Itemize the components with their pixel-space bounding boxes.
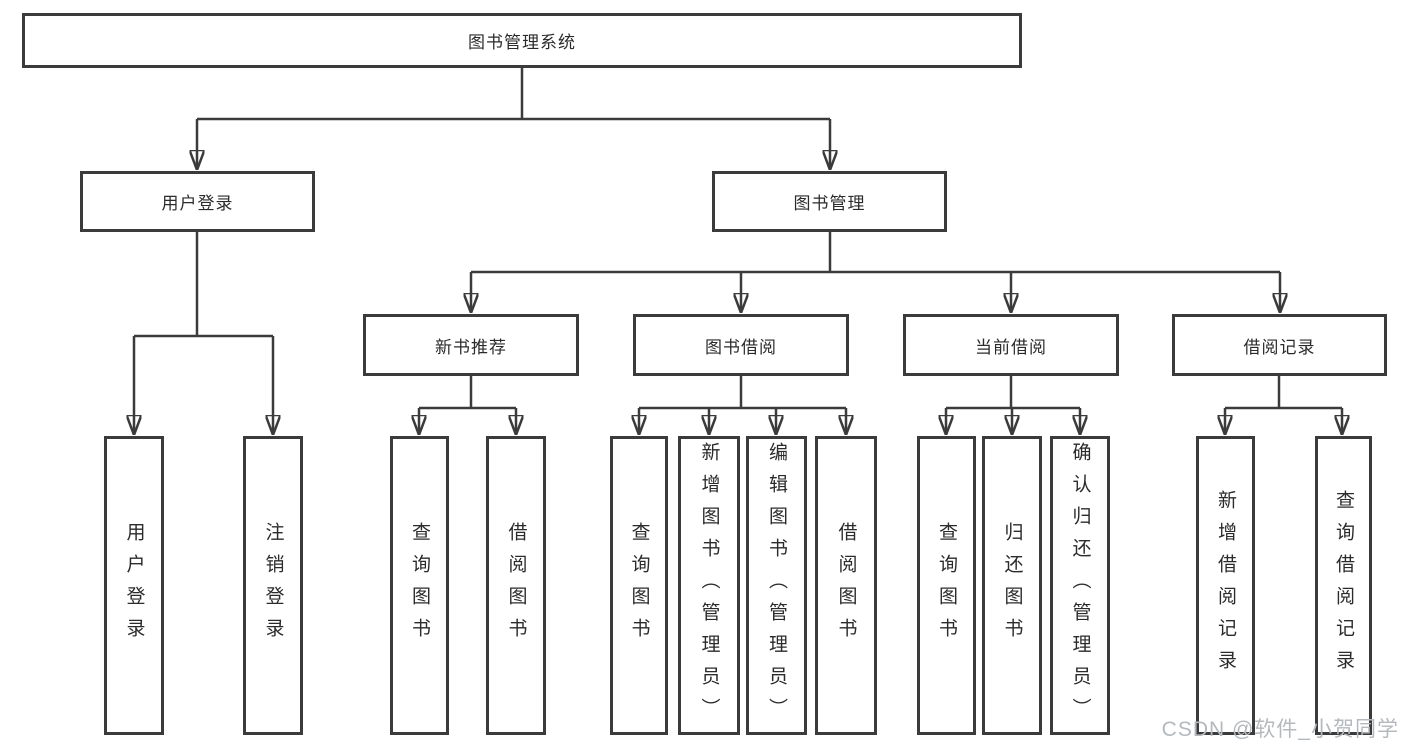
node-borrowing-records: 借阅记录: [1172, 314, 1387, 376]
node-label: 用户登录: [123, 521, 145, 650]
node-label: 注销登录: [262, 521, 284, 650]
node-label: 查询借阅记录: [1333, 489, 1354, 682]
node-label: 图书管理系统: [468, 33, 576, 52]
node-query-books-recommend: 查询图书: [390, 436, 449, 735]
node-confirm-return-admin: 确认归还（管理员）: [1050, 436, 1110, 735]
node-label: 归还图书: [1001, 521, 1023, 650]
node-user-login: 用户登录: [80, 171, 315, 232]
node-new-book-recommendation: 新书推荐: [363, 314, 579, 376]
node-book-management: 图书管理: [712, 171, 947, 232]
node-label: 新增图书（管理员）: [698, 441, 720, 730]
node-query-books-current: 查询图书: [917, 436, 976, 735]
node-label: 用户登录: [161, 194, 234, 213]
node-label: 借阅记录: [1243, 337, 1316, 357]
node-label: 新增借阅记录: [1215, 489, 1236, 682]
node-return-book: 归还图书: [982, 436, 1042, 735]
node-book-borrowing: 图书借阅: [633, 314, 849, 376]
node-label: 图书借阅: [705, 337, 777, 357]
node-label: 当前借阅: [975, 337, 1047, 357]
node-add-borrow-record: 新增借阅记录: [1196, 436, 1255, 735]
node-label: 查询图书: [936, 521, 957, 650]
node-query-books-borrow: 查询图书: [610, 436, 668, 735]
node-label: 查询图书: [409, 521, 430, 650]
node-library-management-system: 图书管理系统: [22, 13, 1022, 68]
node-user-login-leaf: 用户登录: [104, 436, 164, 735]
node-label: 编辑图书（管理员）: [766, 441, 787, 730]
node-label: 确认归还（管理员）: [1069, 441, 1091, 730]
connector-trunks: [134, 68, 1342, 410]
node-query-borrow-record: 查询借阅记录: [1315, 436, 1372, 735]
node-label: 新书推荐: [435, 337, 507, 357]
node-borrow-books-leaf: 借阅图书: [815, 436, 877, 735]
node-label: 查询图书: [628, 521, 650, 650]
node-edit-book-admin: 编辑图书（管理员）: [746, 436, 807, 735]
node-add-book-admin: 新增图书（管理员）: [678, 436, 740, 735]
node-current-borrowing: 当前借阅: [903, 314, 1119, 376]
node-label: 图书管理: [793, 194, 866, 213]
node-borrow-books-recommend: 借阅图书: [486, 436, 546, 735]
csdn-watermark: CSDN @软件_小贺同学: [1161, 718, 1399, 741]
node-label: 借阅图书: [505, 521, 527, 650]
node-label: 借阅图书: [835, 521, 857, 650]
node-logout: 注销登录: [243, 436, 303, 735]
